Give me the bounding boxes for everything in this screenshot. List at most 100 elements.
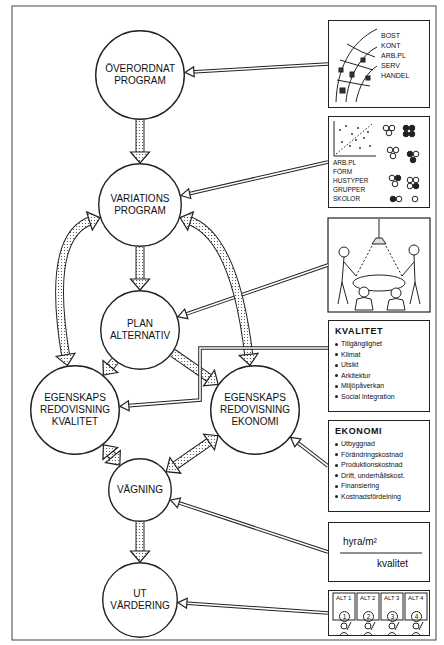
connector-outline bbox=[296, 441, 329, 466]
connector-outline bbox=[187, 162, 328, 194]
circle-text: PLAN ALTERNATIV bbox=[110, 318, 170, 342]
leader-arrow bbox=[291, 437, 328, 466]
box-label: KONT bbox=[381, 41, 400, 50]
bullet-dot bbox=[335, 395, 338, 398]
bullet-dot bbox=[335, 443, 338, 446]
connector-fill bbox=[137, 120, 144, 155]
circle-shape bbox=[31, 366, 120, 455]
list-row: Klimat bbox=[335, 350, 423, 361]
box-label: HUSTYPER bbox=[333, 177, 368, 186]
flow-arrow bbox=[103, 445, 120, 465]
text-slot: HANDEL bbox=[381, 71, 409, 80]
list-row: Arkitektur bbox=[335, 371, 423, 382]
info-box: hyra/m²kvalitet bbox=[328, 522, 430, 582]
alternative-label: ALT 4 bbox=[408, 595, 423, 602]
bullet-dot bbox=[335, 485, 338, 488]
arrow-head bbox=[181, 189, 191, 199]
circle-shape bbox=[103, 563, 178, 638]
box-label: SERV bbox=[381, 61, 400, 70]
box-label: BOST bbox=[381, 31, 400, 40]
list-heading: EKONOMI bbox=[335, 426, 423, 437]
list-heading: KVALITET bbox=[335, 326, 423, 337]
text-slot: ALT 3 bbox=[384, 595, 399, 602]
process-circle: PLAN ALTERNATIV bbox=[100, 290, 180, 370]
arrow-head bbox=[178, 598, 187, 608]
process-circle: UT VÄRDERING bbox=[102, 562, 178, 638]
box-label: GRUPPER bbox=[333, 186, 365, 195]
list-item: Finansiering bbox=[341, 482, 379, 489]
text-slot: KONT bbox=[381, 41, 400, 50]
circle-label: EGENSKAPS REDOVISNING KVALITET bbox=[40, 392, 110, 428]
connector-outline bbox=[173, 353, 212, 380]
circle-label: VARIATIONS PROGRAM bbox=[110, 193, 169, 217]
bullet-dot bbox=[335, 353, 338, 356]
connector-outline bbox=[136, 247, 145, 282]
bullet-dot bbox=[335, 474, 338, 477]
flow-arrow bbox=[131, 247, 150, 290]
circle-label: PLAN ALTERNATIV bbox=[110, 318, 170, 342]
circle-text: EGENSKAPS REDOVISNING EKONOMI bbox=[220, 392, 290, 428]
info-box: KVALITET TillgänglighetKlimatUtsiktArkite… bbox=[328, 320, 430, 412]
text-slot: 3 bbox=[387, 605, 398, 623]
bullet-dot bbox=[335, 343, 338, 346]
arrow-head bbox=[103, 361, 118, 376]
text-slot: 1 bbox=[339, 605, 350, 623]
connector-fill bbox=[191, 64, 328, 72]
text-slot: ARB.PL bbox=[381, 51, 406, 60]
flow-arrow bbox=[56, 212, 100, 366]
flow-arrow bbox=[173, 353, 218, 386]
bullet-dot bbox=[335, 464, 338, 467]
circle-label: VÄGNING bbox=[117, 484, 163, 496]
chart-sketch bbox=[334, 121, 419, 202]
list-item: Förändringskostnad bbox=[341, 451, 403, 458]
text-slot: BOST bbox=[381, 31, 400, 40]
callout-number: 4 bbox=[411, 611, 422, 622]
circle-shape bbox=[101, 291, 180, 370]
list-row: Tillgänglighet bbox=[335, 339, 423, 350]
text-slot: 2 bbox=[363, 605, 374, 623]
circle-shape bbox=[99, 164, 182, 247]
process-circle: EGENSKAPS REDOVISNING KVALITET bbox=[30, 365, 120, 455]
box-label: ARB.PL bbox=[381, 51, 406, 60]
list-item: Kostnadsfördelning bbox=[341, 493, 401, 500]
connector-fill bbox=[296, 441, 329, 466]
arrow-head bbox=[131, 551, 150, 562]
connector-outline bbox=[184, 603, 328, 613]
connector-fill bbox=[188, 220, 249, 357]
bullet-dot bbox=[335, 453, 338, 456]
callout-number: 2 bbox=[363, 611, 374, 622]
connector-outline bbox=[191, 64, 328, 72]
arrow-head bbox=[56, 353, 75, 365]
circle-text: VARIATIONS PROGRAM bbox=[110, 193, 169, 217]
connector-fill bbox=[187, 162, 328, 194]
list-row: Utsikt bbox=[335, 360, 423, 371]
arrow-head bbox=[166, 458, 180, 474]
list-body: EKONOMIUtbyggnadFörändringskostnadProduk… bbox=[329, 421, 429, 507]
connector-fill bbox=[173, 440, 212, 467]
circle-shape bbox=[109, 459, 172, 522]
arrow-head bbox=[170, 498, 180, 508]
alternative-label: ALT 3 bbox=[384, 595, 399, 602]
connector-outline bbox=[136, 522, 145, 554]
text-slot: kvalitet bbox=[377, 558, 408, 570]
text-slot: HUSTYPER bbox=[333, 177, 368, 186]
arrow-head bbox=[131, 279, 150, 290]
process-circle: VARIATIONS PROGRAM bbox=[98, 163, 182, 247]
flow-arrow bbox=[103, 361, 118, 376]
arrow-head bbox=[204, 370, 219, 386]
circle-label: ÖVERORDNAT PROGRAM bbox=[105, 63, 175, 87]
circle-text: EGENSKAPS REDOVISNING KVALITET bbox=[40, 392, 110, 428]
arrow-head bbox=[204, 434, 219, 450]
info-box: ALT 11ALT 22ALT 33ALT 44 bbox=[328, 590, 430, 636]
bullet-dot bbox=[335, 385, 338, 388]
list-row: Social integration bbox=[335, 392, 423, 403]
list-item: Drift, underhållskost. bbox=[341, 472, 405, 479]
list-item: Social integration bbox=[341, 393, 395, 400]
connector-fill bbox=[173, 353, 212, 380]
meeting-leader-arrow bbox=[178, 265, 328, 319]
text-slot: ARB.PL bbox=[333, 159, 356, 168]
process-circle: EGENSKAPS REDOVISNING EKONOMI bbox=[210, 365, 300, 455]
